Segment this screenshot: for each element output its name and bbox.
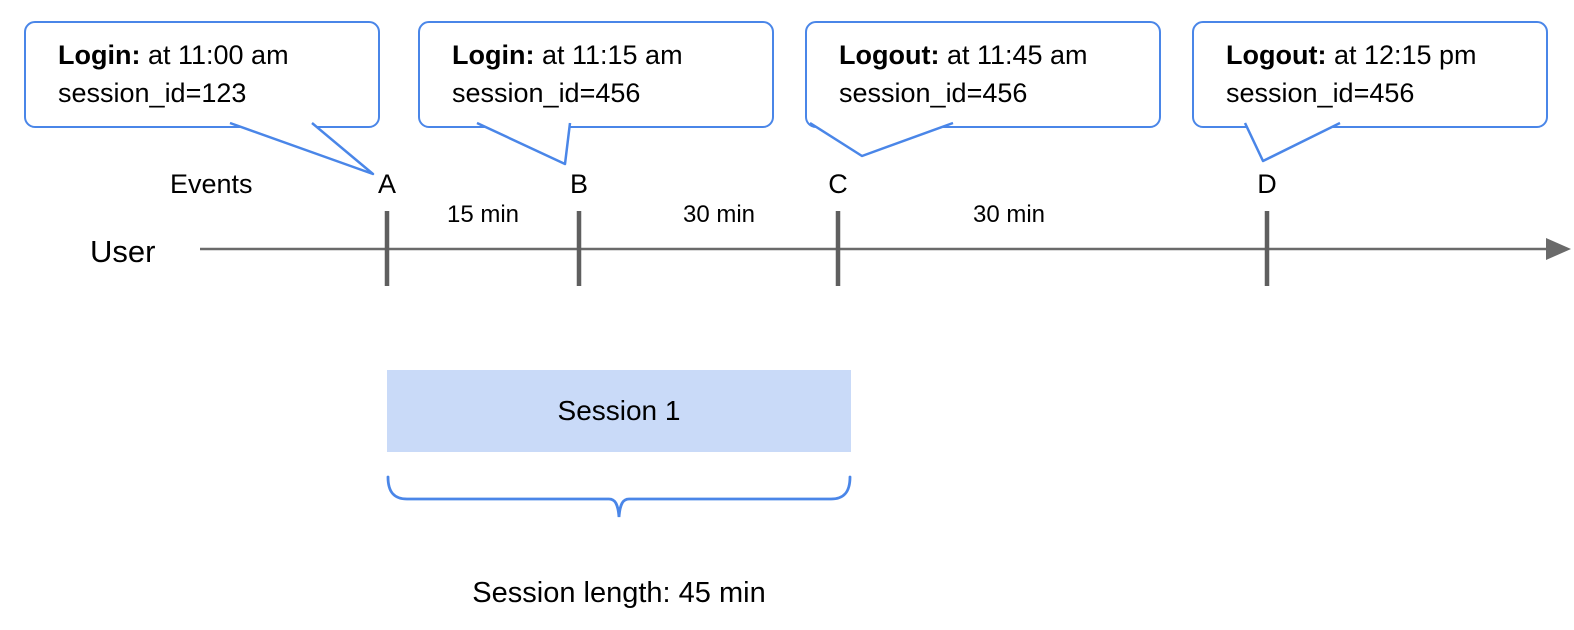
callout-line1: Logout: at 11:45 am	[839, 36, 1149, 74]
session-bar: Session 1	[387, 370, 851, 452]
callout-login-a: Login: at 11:00 am session_id=123	[24, 21, 380, 128]
callout-line1: Login: at 11:15 am	[452, 36, 762, 74]
callout-session-id: session_id=456	[839, 78, 1028, 108]
interval-label-bc: 30 min	[682, 201, 756, 228]
interval-label-cd: 30 min	[972, 201, 1046, 228]
event-marker-label-c: C	[828, 169, 848, 199]
callout-event-type: Logout:	[839, 40, 940, 70]
callout-session-id: session_id=456	[1226, 78, 1415, 108]
event-marker-label-b: B	[569, 169, 589, 199]
events-axis-label: Events	[170, 169, 253, 199]
event-marker-label-d: D	[1257, 169, 1277, 199]
callout-login-b: Login: at 11:15 am session_id=456	[418, 21, 774, 128]
callout-tail-d	[1243, 121, 1341, 163]
callout-tail-a	[229, 121, 375, 176]
user-lane-label: User	[90, 234, 156, 269]
callout-event-time: at 11:00 am	[140, 40, 289, 70]
callout-logout-c: Logout: at 11:45 am session_id=456	[805, 21, 1161, 128]
callout-event-type: Logout:	[1226, 40, 1327, 70]
callout-line1: Login: at 11:00 am	[58, 36, 368, 74]
interval-label-ab: 15 min	[446, 201, 520, 228]
callout-session-id: session_id=456	[452, 78, 641, 108]
callout-event-time: at 11:45 am	[939, 40, 1088, 70]
session-length-label: Session length: 45 min	[472, 577, 766, 609]
event-marker-label-a: A	[377, 169, 397, 199]
session-bar-label: Session 1	[557, 395, 681, 426]
callout-event-type: Login:	[452, 40, 535, 70]
callout-logout-d: Logout: at 12:15 pm session_id=456	[1192, 21, 1548, 128]
callout-line1: Logout: at 12:15 pm	[1226, 36, 1536, 74]
session-brace-icon	[386, 475, 852, 518]
callout-tail-b	[476, 121, 572, 166]
timeline-arrowhead-icon	[1546, 238, 1571, 260]
callout-event-type: Login:	[58, 40, 141, 70]
callout-event-time: at 12:15 pm	[1326, 40, 1477, 70]
callout-event-time: at 11:15 am	[534, 40, 683, 70]
callout-session-id: session_id=123	[58, 78, 247, 108]
